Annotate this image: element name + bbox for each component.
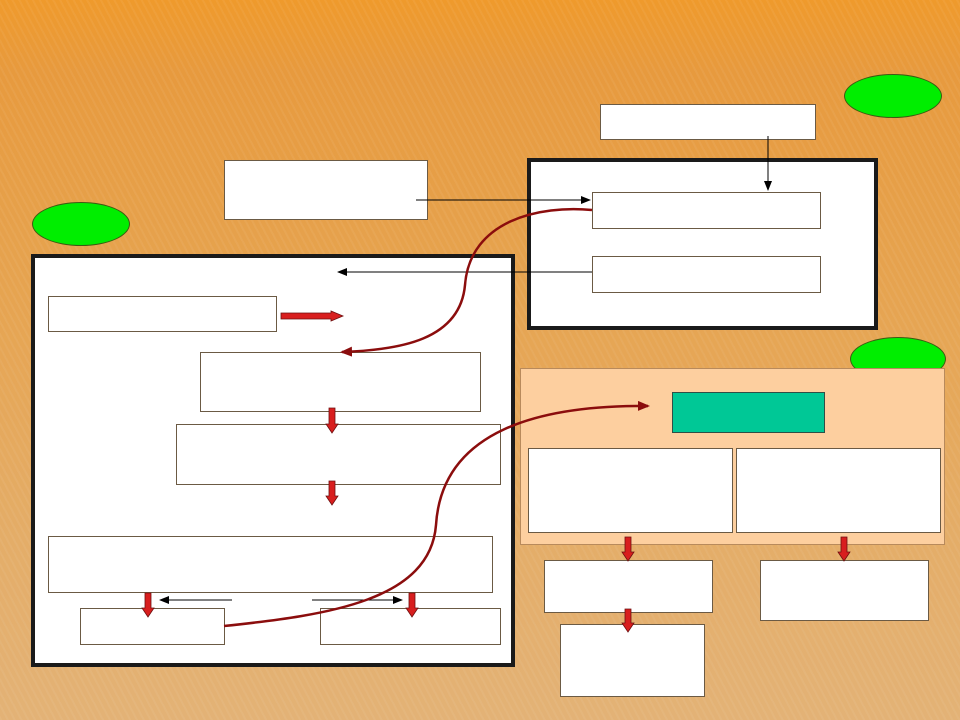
curve-arrow-output-a-to-highlight	[223, 400, 650, 628]
box-panel-left	[528, 448, 733, 533]
box-left-step-1	[48, 296, 277, 332]
box-highlight	[672, 392, 825, 433]
box-left-step-2	[200, 352, 481, 412]
box-lower-right-a	[544, 560, 713, 613]
box-right-group-upper	[592, 192, 821, 229]
badge-oval-top-right	[844, 74, 942, 118]
badge-oval-left	[32, 202, 130, 246]
block-arrow-panel-right-down	[837, 536, 851, 562]
block-arrow-step-4-right-down	[405, 592, 419, 618]
box-right-group-lower	[592, 256, 821, 293]
box-left-step-3	[176, 424, 501, 485]
block-arrow-step-4-left-down	[141, 592, 155, 618]
block-arrow-lower-a-down	[621, 608, 635, 633]
block-arrow-step-1-right	[280, 310, 345, 322]
curve-arrow-right-group-to-step-2	[340, 207, 593, 357]
box-upper-left-input	[224, 160, 428, 220]
block-arrow-step-2-down	[325, 407, 339, 434]
block-arrow-panel-left-down	[621, 536, 635, 562]
box-left-step-4	[48, 536, 493, 593]
box-panel-right	[736, 448, 941, 533]
box-top-right-input	[600, 104, 816, 140]
box-left-output-a	[80, 608, 225, 645]
block-arrow-step-3-down	[325, 480, 339, 506]
box-lower-right-c	[560, 624, 705, 697]
frame-right-group	[527, 158, 878, 330]
